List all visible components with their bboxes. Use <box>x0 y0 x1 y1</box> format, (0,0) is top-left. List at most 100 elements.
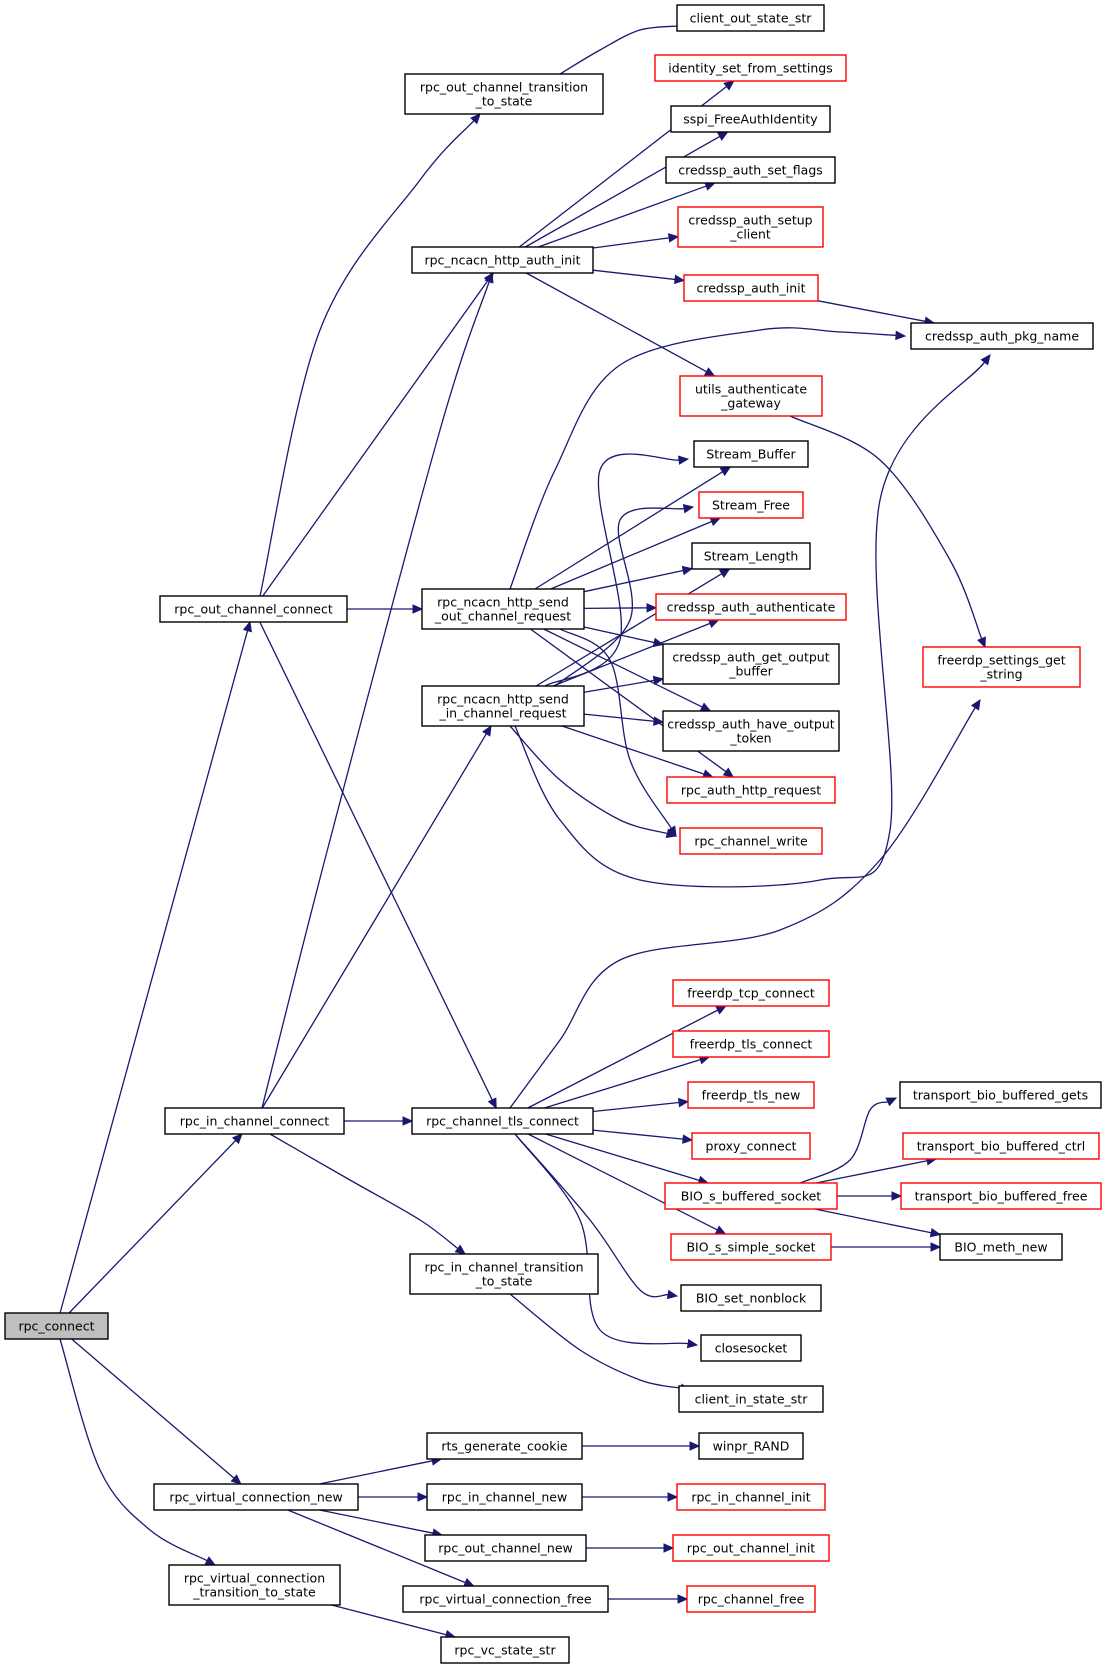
call-edge-rpc_out_channel_connect-to-rpc_ncacn_http_send_out_channel_request <box>347 604 424 614</box>
arrowhead <box>719 466 732 477</box>
function-node-rpc_vc_state_str[interactable]: rpc_vc_state_str <box>440 1636 570 1664</box>
call-edge-BIO_s_buffered_socket-to-transport_bio_buffered_gets <box>799 1097 898 1184</box>
arrowhead <box>463 1577 475 1587</box>
function-node-rpc_channel_tls_connect[interactable]: rpc_channel_tls_connect <box>411 1107 594 1135</box>
arrowhead <box>678 1097 690 1108</box>
node-label: utils_authenticate <box>695 382 807 397</box>
node-box <box>426 1483 583 1511</box>
function-node-rpc_ncacn_http_send_in_channel_request[interactable]: rpc_ncacn_http_send_in_channel_request <box>421 685 585 727</box>
call-edge-rpc_ncacn_http_auth_init-to-credssp_auth_init <box>592 269 686 285</box>
arrowhead <box>699 702 712 712</box>
function-node-credssp_auth_authenticate[interactable]: credssp_auth_authenticate <box>655 593 847 621</box>
edge-line <box>509 725 668 835</box>
function-node-rpc_virtual_connection_transition_to_state[interactable]: rpc_virtual_connection_transition_to_sta… <box>168 1564 341 1606</box>
node-box <box>404 73 604 115</box>
function-node-Stream_Free[interactable]: Stream_Free <box>698 491 804 519</box>
node-label: _buffer <box>728 664 773 679</box>
edge-line <box>319 1460 433 1485</box>
call-edge-rpc_channel_tls_connect-to-freerdp_tls_new <box>592 1097 690 1113</box>
call-edge-rpc_connect-to-rpc_virtual_connection_new <box>71 1338 242 1485</box>
function-node-rpc_out_channel_connect[interactable]: rpc_out_channel_connect <box>159 595 348 623</box>
function-node-freerdp_settings_get_string[interactable]: freerdp_settings_get_string <box>922 646 1081 688</box>
function-node-transport_bio_buffered_ctrl[interactable]: transport_bio_buffered_ctrl <box>902 1132 1100 1160</box>
node-box <box>691 542 811 570</box>
function-node-rpc_ncacn_http_auth_init[interactable]: rpc_ncacn_http_auth_init <box>411 246 594 274</box>
node-label: _token <box>729 731 771 746</box>
function-node-identity_set_from_settings[interactable]: identity_set_from_settings <box>654 54 847 82</box>
function-node-proxy_connect[interactable]: proxy_connect <box>691 1132 811 1160</box>
arrowhead <box>980 354 991 366</box>
function-node-rpc_in_channel_transition_to_state[interactable]: rpc_in_channel_transition_to_state <box>409 1253 599 1295</box>
function-node-client_in_state_str[interactable]: client_in_state_str <box>678 1385 824 1413</box>
node-box <box>672 979 830 1007</box>
function-node-freerdp_tcp_connect[interactable]: freerdp_tcp_connect <box>672 979 830 1007</box>
function-node-credssp_auth_init[interactable]: credssp_auth_init <box>683 274 819 302</box>
function-node-rpc_in_channel_connect[interactable]: rpc_in_channel_connect <box>164 1107 345 1135</box>
function-node-Stream_Buffer[interactable]: Stream_Buffer <box>693 440 809 468</box>
edge-line <box>261 281 490 1109</box>
node-box <box>424 1534 587 1562</box>
call-edge-rpc_ncacn_http_send_in_channel_request-to-credssp_auth_get_output_buffer <box>583 675 665 693</box>
function-node-closesocket[interactable]: closesocket <box>700 1334 802 1362</box>
call-edge-rpc_out_channel_connect-to-rpc_ncacn_http_auth_init <box>262 271 494 597</box>
function-node-rpc_ncacn_http_send_out_channel_request[interactable]: rpc_ncacn_http_send_out_channel_request <box>421 588 585 630</box>
function-node-BIO_s_buffered_socket[interactable]: BIO_s_buffered_socket <box>664 1182 838 1210</box>
function-node-transport_bio_buffered_free[interactable]: transport_bio_buffered_free <box>900 1182 1102 1210</box>
function-node-credssp_auth_get_output_buffer[interactable]: credssp_auth_get_output_buffer <box>662 643 840 685</box>
function-node-credssp_auth_set_flags[interactable]: credssp_auth_set_flags <box>665 156 836 184</box>
function-node-rpc_auth_http_request[interactable]: rpc_auth_http_request <box>666 776 836 804</box>
function-node-rts_generate_cookie[interactable]: rts_generate_cookie <box>426 1432 583 1460</box>
function-node-rpc_out_channel_transition_to_state[interactable]: rpc_out_channel_transition_to_state <box>404 73 604 115</box>
node-box <box>698 1432 804 1460</box>
arrowhead <box>895 330 907 341</box>
call-edge-rpc_ncacn_http_send_out_channel_request-to-Stream_Free <box>550 517 722 590</box>
node-label: rpc_virtual_connection_new <box>169 1490 342 1505</box>
node-box <box>899 1081 1102 1109</box>
node-box <box>4 1312 109 1340</box>
node-label: freerdp_tls_connect <box>690 1037 813 1052</box>
function-node-sspi_FreeAuthIdentity[interactable]: sspi_FreeAuthIdentity <box>670 105 831 133</box>
edge-line <box>261 733 487 1109</box>
arrowhead <box>714 1225 727 1235</box>
node-label: rpc_virtual_connection <box>184 1571 325 1586</box>
arrowhead <box>722 767 735 778</box>
function-node-credssp_auth_setup_client[interactable]: credssp_auth_setup_client <box>677 206 824 248</box>
function-node-rpc_in_channel_new[interactable]: rpc_in_channel_new <box>426 1483 583 1511</box>
node-box <box>676 4 825 32</box>
node-label: rpc_vc_state_str <box>454 1643 556 1658</box>
node-box <box>687 1081 815 1109</box>
edge-line <box>525 135 721 248</box>
arrowhead <box>454 1244 466 1255</box>
function-node-rpc_channel_free[interactable]: rpc_channel_free <box>686 1585 816 1613</box>
node-box <box>159 595 348 623</box>
arrowhead <box>677 1594 689 1604</box>
node-box <box>654 54 847 82</box>
function-node-BIO_meth_new[interactable]: BIO_meth_new <box>939 1233 1063 1261</box>
function-node-rpc_out_channel_init[interactable]: rpc_out_channel_init <box>672 1534 830 1562</box>
function-node-rpc_virtual_connection_new[interactable]: rpc_virtual_connection_new <box>153 1483 359 1511</box>
function-node-credssp_auth_pkg_name[interactable]: credssp_auth_pkg_name <box>910 322 1094 350</box>
edge-line <box>509 707 976 1109</box>
function-node-Stream_Length[interactable]: Stream_Length <box>691 542 811 570</box>
function-node-rpc_virtual_connection_free[interactable]: rpc_virtual_connection_free <box>402 1585 609 1613</box>
function-node-BIO_s_simple_socket[interactable]: BIO_s_simple_socket <box>670 1233 832 1261</box>
function-node-BIO_set_nonblock[interactable]: BIO_set_nonblock <box>680 1284 822 1312</box>
edge-line <box>527 1009 719 1109</box>
function-node-freerdp_tls_connect[interactable]: freerdp_tls_connect <box>672 1030 830 1058</box>
function-node-rpc_channel_write[interactable]: rpc_channel_write <box>679 827 823 855</box>
function-node-credssp_auth_have_output_token[interactable]: credssp_auth_have_output_token <box>662 710 840 752</box>
node-label: freerdp_settings_get <box>937 653 1065 668</box>
arrowhead <box>663 1543 675 1553</box>
function-node-client_out_state_str[interactable]: client_out_state_str <box>676 4 825 32</box>
function-node-rpc_in_channel_init[interactable]: rpc_in_channel_init <box>676 1483 826 1511</box>
node-label: rpc_in_channel_init <box>691 1490 810 1505</box>
function-node-freerdp_tls_new[interactable]: freerdp_tls_new <box>687 1081 815 1109</box>
node-box <box>693 440 809 468</box>
function-node-rpc_out_channel_new[interactable]: rpc_out_channel_new <box>424 1534 587 1562</box>
function-node-transport_bio_buffered_gets[interactable]: transport_bio_buffered_gets <box>899 1081 1102 1109</box>
node-box <box>662 710 840 752</box>
node-label: client_out_state_str <box>690 11 813 26</box>
function-node-winpr_RAND[interactable]: winpr_RAND <box>698 1432 804 1460</box>
function-node-utils_authenticate_gateway[interactable]: utils_authenticate_gateway <box>679 375 823 417</box>
call-edge-rpc_in_channel_connect-to-rpc_ncacn_http_send_in_channel_request <box>261 724 492 1109</box>
